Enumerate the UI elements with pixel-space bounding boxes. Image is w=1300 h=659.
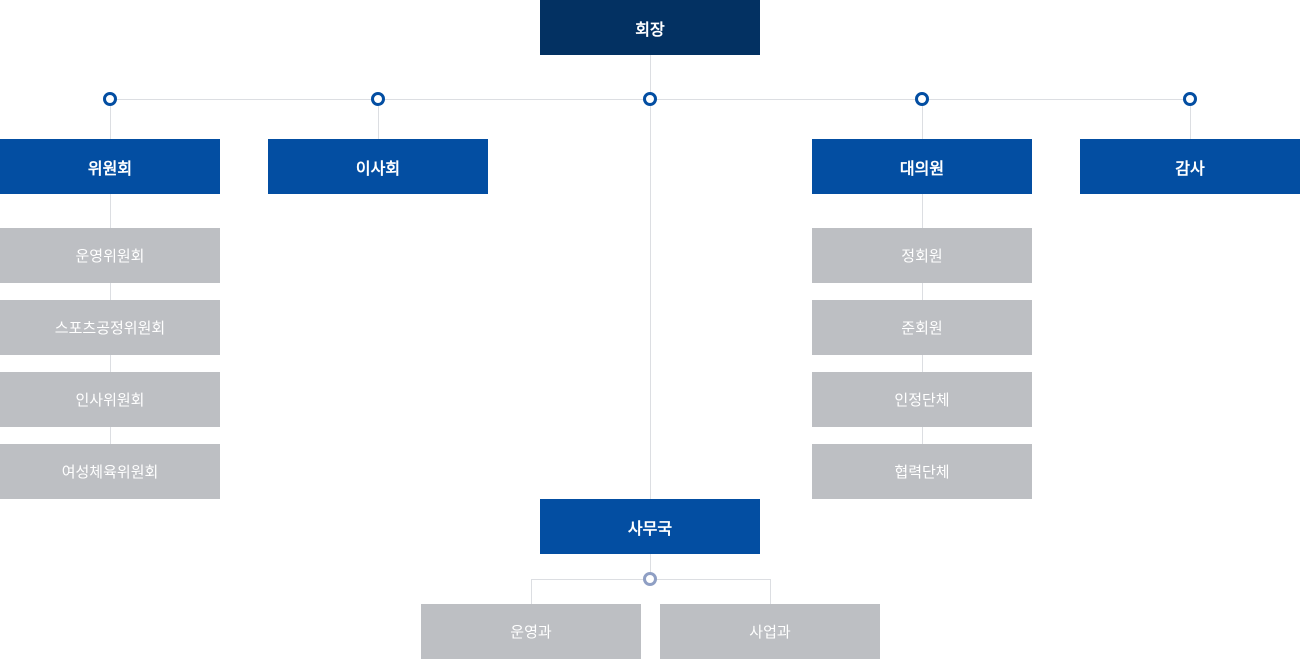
connector-board: [378, 99, 379, 139]
delegates-item-associate-members: 준회원: [812, 300, 1032, 355]
connector-node-committee: [103, 92, 117, 106]
president-box: 회장: [540, 0, 760, 55]
committee-item-personnel: 인사위원회: [0, 372, 220, 427]
committee-item-sports-fairness: 스포츠공정위원회: [0, 300, 220, 355]
connector-delegates: [922, 99, 923, 139]
secretariat-dept-business: 사업과: [660, 604, 880, 659]
secretariat-dept-operations: 운영과: [421, 604, 641, 659]
connector-node-delegates: [915, 92, 929, 106]
connector-committee: [110, 99, 111, 139]
board-box: 이사회: [268, 139, 488, 194]
committee-item-women-sports: 여성체육위원회: [0, 444, 220, 499]
connector-president-down: [650, 55, 651, 99]
secretariat-box: 사무국: [540, 499, 760, 554]
connector-dept-right: [770, 579, 771, 604]
connector-node-secretariat: [643, 572, 657, 586]
delegates-box: 대의원: [812, 139, 1032, 194]
audit-box: 감사: [1080, 139, 1300, 194]
committee-box: 위원회: [0, 139, 220, 194]
connector-node-audit: [1183, 92, 1197, 106]
connector-audit: [1190, 99, 1191, 139]
committee-item-operations: 운영위원회: [0, 228, 220, 283]
connector-secretariat-down: [650, 554, 651, 579]
connector-dept-left: [531, 579, 532, 604]
delegates-item-regular-members: 정회원: [812, 228, 1032, 283]
delegates-item-partner-orgs: 협력단체: [812, 444, 1032, 499]
delegates-item-recognized-orgs: 인정단체: [812, 372, 1032, 427]
connector-secretariat: [650, 99, 651, 499]
connector-node-board: [371, 92, 385, 106]
connector-node-center: [643, 92, 657, 106]
